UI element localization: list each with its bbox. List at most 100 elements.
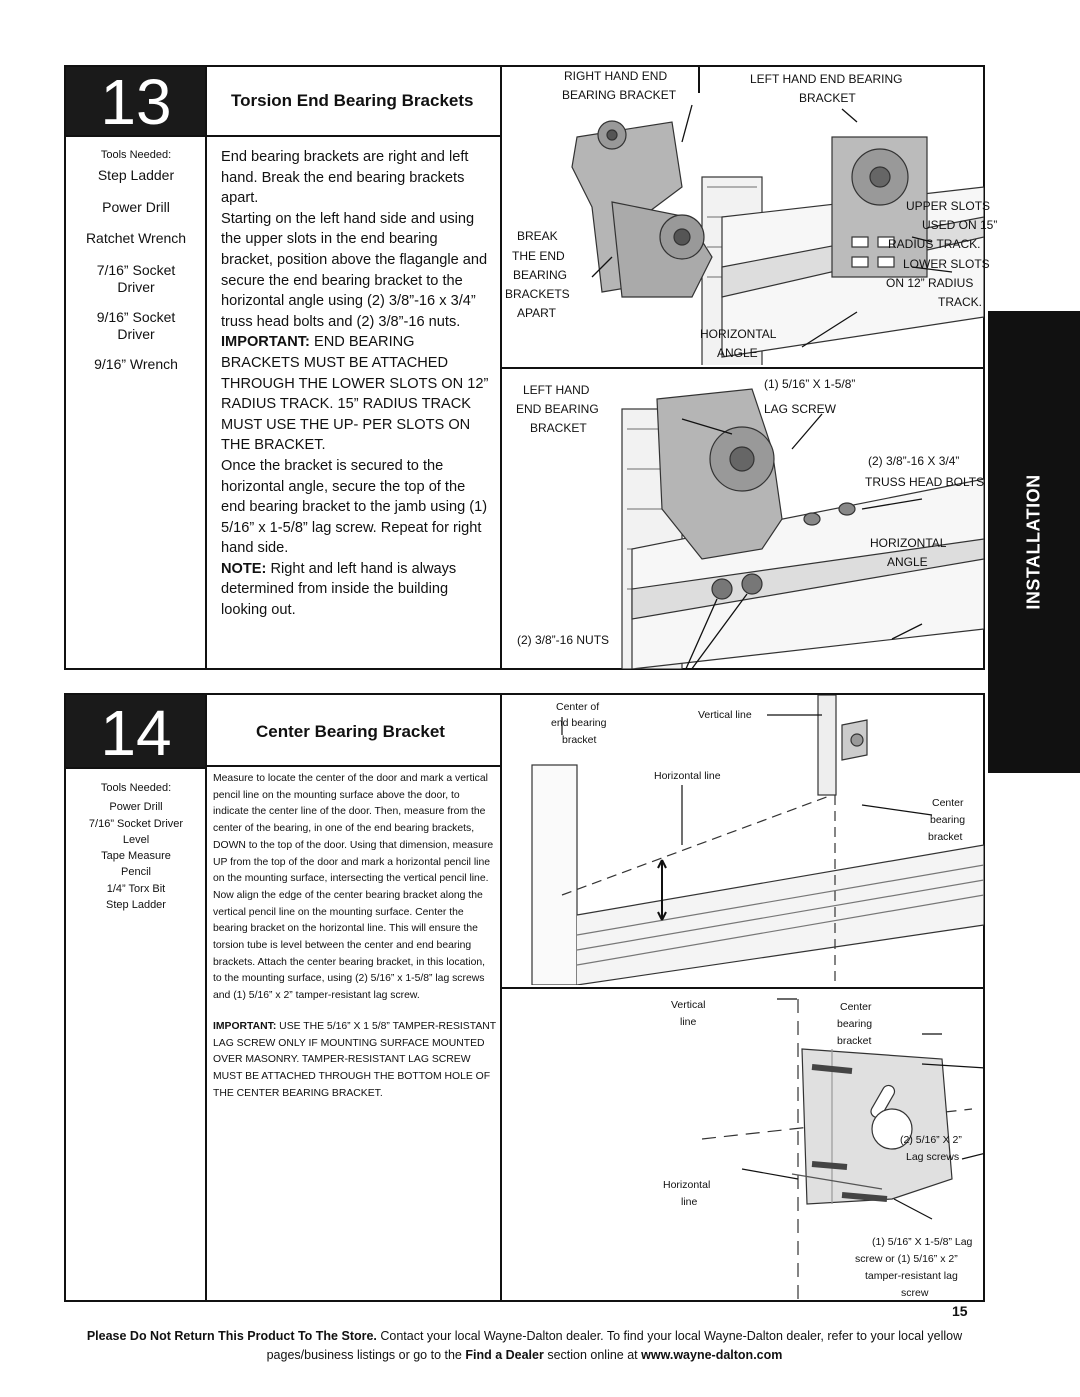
divider — [500, 367, 983, 369]
tool-item: 7/16” Socket Driver — [88, 817, 184, 830]
step-instructions: End bearing brackets are right and left … — [221, 147, 493, 621]
tools-list: Tools Needed: Step Ladder Power Drill Ra… — [66, 149, 206, 379]
footer-website-link[interactable]: www.wayne-dalton.com — [641, 1348, 783, 1362]
label-upper-slots: UPPER SLOTS — [906, 199, 991, 213]
label-center-of-end-bearing: bracket — [562, 734, 597, 746]
label-right-hand-bracket: BEARING BRACKET — [562, 88, 677, 102]
center-bearing-location-illustration — [531, 695, 984, 985]
divider — [205, 695, 207, 1300]
label-center-bearing-bracket: Center — [932, 797, 964, 809]
label-horizontal-angle: ANGLE — [887, 555, 928, 569]
step-instructions: Measure to locate the center of the door… — [213, 771, 496, 1102]
label-truss-head-bolts: TRUSS HEAD BOLTS — [865, 475, 985, 489]
label-upper-slots: USED ON 15” — [922, 218, 998, 232]
step-number: 13 — [66, 67, 206, 137]
tool-item: 1/4” Torx Bit — [106, 882, 166, 895]
label-left-hand-bracket: LEFT HAND END BEARING — [750, 72, 903, 86]
center-bearing-bracket-detail-illustration — [701, 998, 984, 1299]
footer-find-dealer: Find a Dealer — [465, 1348, 544, 1362]
side-tab-label: INSTALLATION — [1023, 474, 1044, 610]
tool-item: Power Drill — [102, 198, 170, 215]
step-13-panel: 13 Torsion End Bearing Brackets Tools Ne… — [64, 65, 997, 670]
label-horizontal-line: line — [681, 1196, 698, 1208]
tool-item: Ratchet Wrench — [85, 230, 187, 246]
label-truss-head-bolts: (2) 3/8”-16 X 3/4” — [868, 454, 960, 468]
installation-side-tab: INSTALLATION — [988, 311, 1080, 773]
label-lag-screw: screw — [901, 1287, 929, 1299]
label-break-apart: BREAK — [517, 229, 558, 243]
paragraph: Measure to locate the center of the door… — [213, 773, 494, 1002]
divider — [500, 695, 502, 1300]
tool-item: 9/16” Wrench — [94, 355, 178, 372]
divider — [205, 135, 501, 137]
label-lag-screw: (1) 5/16” X 1-5/8” — [764, 377, 856, 391]
label-right-hand-bracket: RIGHT HAND END — [564, 69, 668, 83]
label-center-bearing-bracket: bearing — [837, 1018, 873, 1030]
footer-note: Please Do Not Return This Product To The… — [64, 1327, 985, 1365]
step-title: Torsion End Bearing Brackets — [231, 91, 474, 110]
label-horizontal-angle: HORIZONTAL — [700, 327, 777, 341]
label-break-apart: THE END — [512, 249, 565, 263]
note: NOTE: Right and left hand is always dete… — [221, 559, 493, 621]
tool-item: Level — [122, 833, 150, 846]
tool-item: Step Ladder — [97, 167, 175, 183]
step-number: 14 — [66, 695, 206, 769]
tool-item: Pencil — [121, 866, 151, 879]
label-lag-screw: LAG SCREW — [764, 402, 837, 416]
label-break-apart: BEARING — [513, 268, 568, 282]
label-horizontal-angle: HORIZONTAL — [870, 536, 947, 550]
footer-bold: Please Do Not Return This Product To The… — [86, 1329, 377, 1343]
label-vertical-line: Vertical — [671, 999, 706, 1011]
tool-item: Tape Measure — [101, 850, 171, 863]
tool-item: Step Ladder — [106, 899, 166, 912]
divider — [66, 767, 206, 769]
label-lower-slots: LOWER SLOTS — [903, 257, 990, 271]
important-text: END BEARING BRACKETS MUST BE ATTACHED TH… — [221, 334, 489, 454]
tool-item: 9/16” Socket Driver — [96, 308, 176, 343]
note-text: Right and left hand is always determined… — [221, 560, 457, 619]
label-center-bearing-bracket: bracket — [928, 831, 963, 843]
important-text: USE THE 5/16” X 1 5/8” TAMPER-RESISTANT … — [213, 1020, 496, 1099]
label-left-hand-end-bearing: BRACKET — [530, 421, 587, 435]
tool-item: 7/16” Socket Driver — [96, 261, 176, 296]
label-center-of-end-bearing: end bearing — [551, 717, 607, 729]
divider — [205, 765, 501, 767]
label-center-bearing-bracket: bracket — [837, 1035, 872, 1047]
divider — [698, 67, 700, 93]
label-left-hand-bracket: BRACKET — [799, 91, 856, 105]
divider — [500, 987, 983, 989]
end-bearing-brackets-illustration — [571, 104, 984, 365]
label-lag-screw: screw or (1) 5/16” x 2” — [855, 1253, 958, 1265]
label-nuts: (2) 3/8”-16 NUTS — [517, 633, 610, 647]
label-horizontal-line: Horizontal — [663, 1179, 711, 1191]
label-lag-screws: (2) 5/16” X 2” — [900, 1134, 962, 1146]
label-vertical-line: Vertical line — [698, 709, 752, 721]
important-note: IMPORTANT: USE THE 5/16” X 1 5/8” TAMPER… — [213, 1019, 496, 1103]
label-horizontal-line: Horizontal line — [654, 770, 721, 782]
label-upper-slots: RADIUS TRACK. — [888, 237, 981, 251]
tools-heading: Tools Needed: — [100, 149, 172, 161]
label-vertical-line: line — [680, 1016, 697, 1028]
important-label: IMPORTANT: — [221, 334, 310, 351]
note-label: NOTE: — [221, 560, 267, 577]
left-hand-bracket-installed-illustration — [621, 388, 984, 669]
footer-text: Contact your local Wayne-Dalton dealer. … — [266, 1329, 963, 1362]
label-lag-screw: tamper-resistant lag — [865, 1270, 958, 1282]
label-lag-screws: Lag screws — [906, 1151, 960, 1163]
label-lower-slots: TRACK. — [938, 295, 983, 309]
step-title: Center Bearing Bracket — [256, 722, 445, 741]
important-note: IMPORTANT: END BEARING BRACKETS MUST BE … — [221, 332, 493, 456]
label-left-hand-end-bearing: LEFT HAND — [523, 383, 590, 397]
step-14-panel: 14 Center Bearing Bracket Tools Needed: … — [64, 693, 985, 1302]
divider — [205, 67, 207, 668]
label-horizontal-angle: ANGLE — [717, 346, 758, 360]
tools-list: Tools Needed: Power Drill 7/16” Socket D… — [66, 779, 206, 914]
tool-item: Power Drill — [109, 801, 163, 814]
label-center-of-end-bearing: Center of — [556, 701, 600, 713]
label-lag-screw: (1) 5/16” X 1-5/8” Lag — [872, 1236, 973, 1248]
label-break-apart: BRACKETS — [505, 287, 570, 301]
paragraph: Starting on the left hand side and using… — [221, 210, 488, 330]
page-number: 15 — [952, 1303, 968, 1319]
divider — [66, 135, 206, 137]
label-center-bearing-bracket: bearing — [930, 814, 966, 826]
